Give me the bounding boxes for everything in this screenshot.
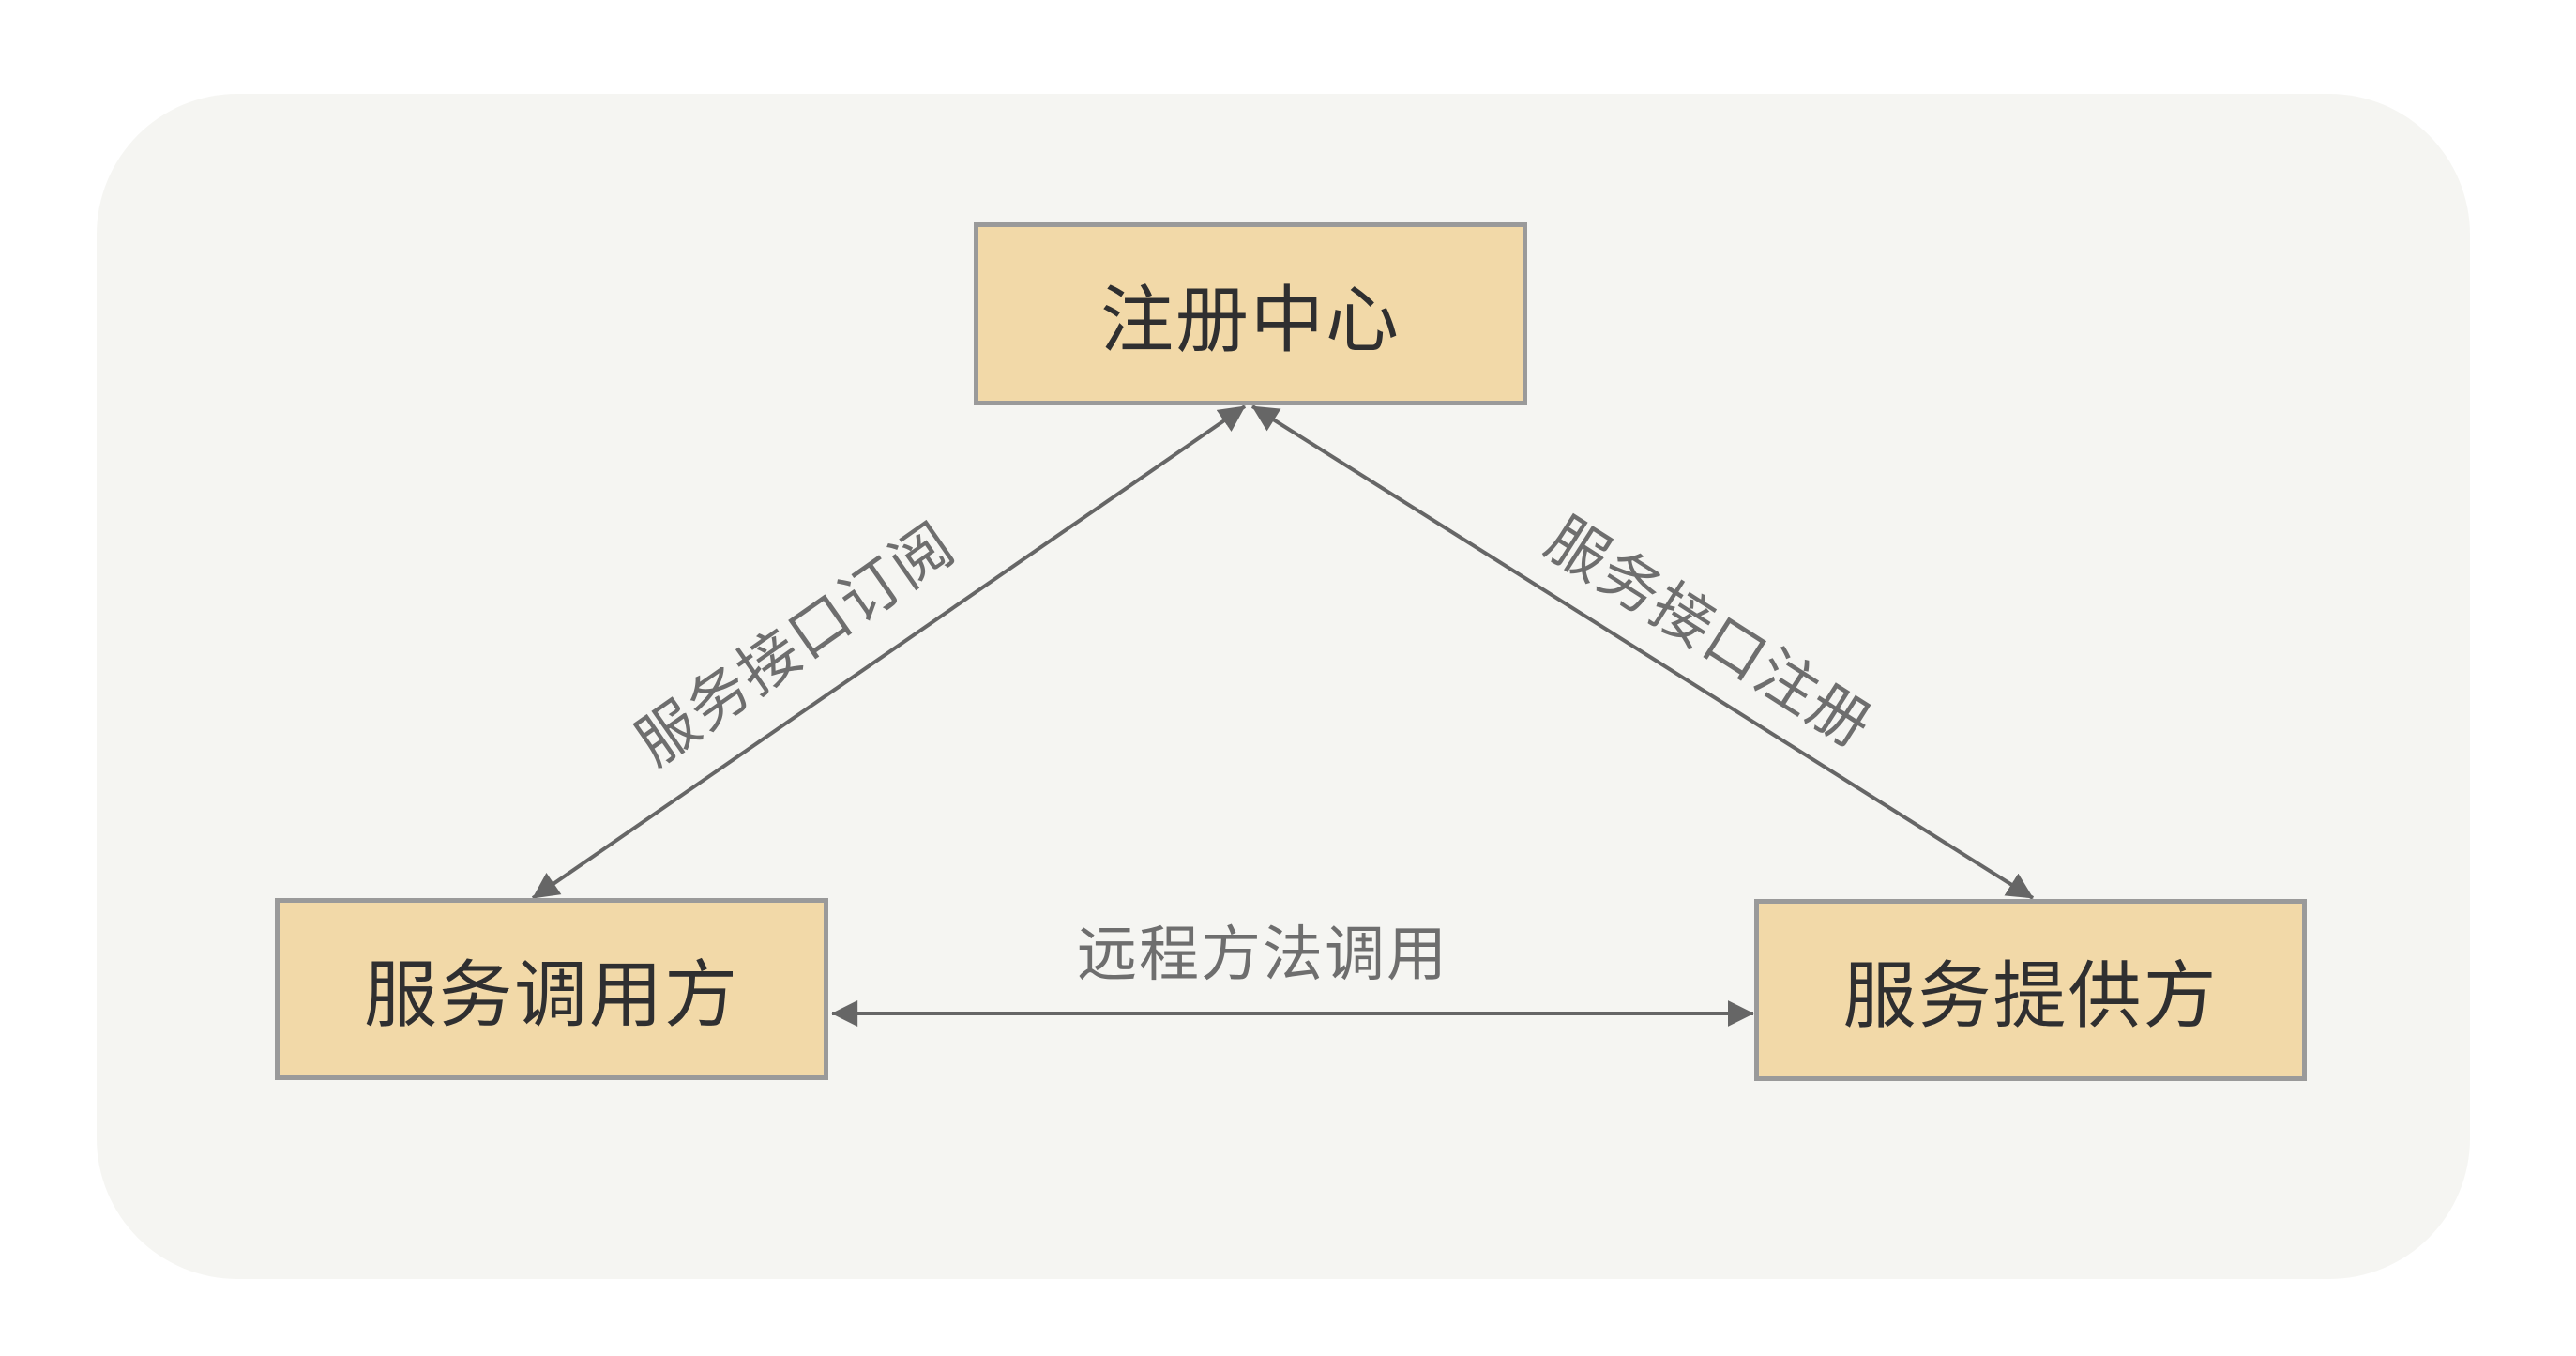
node-provider-label: 服务提供方 xyxy=(1842,954,2219,1037)
node-registry: 注册中心 xyxy=(974,222,1527,405)
edge-subscribe-arrow xyxy=(531,404,1247,900)
node-registry-label: 注册中心 xyxy=(1099,278,1401,361)
node-provider: 服务提供方 xyxy=(1754,899,2307,1081)
edge-register-arrow xyxy=(1250,404,2035,900)
node-consumer-label: 服务调用方 xyxy=(363,953,739,1036)
node-consumer: 服务调用方 xyxy=(275,898,828,1080)
edge-label-rpc: 远程方法调用 xyxy=(1077,921,1448,988)
